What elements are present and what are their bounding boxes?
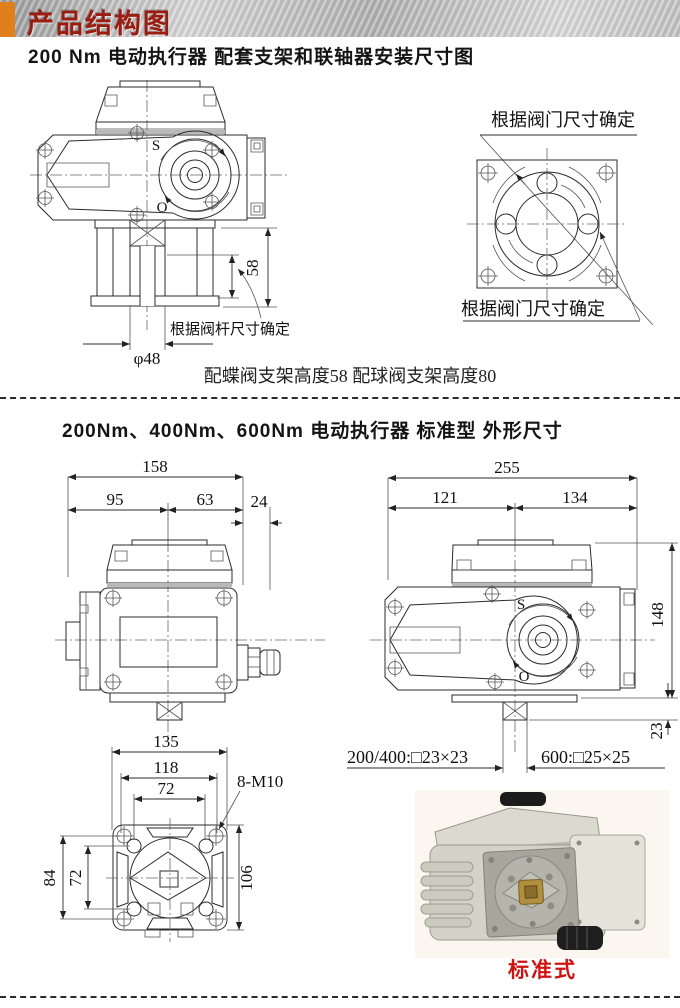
dims-left: 84 72 — [40, 836, 130, 919]
front-view-drawing: 255 121 134 S O — [345, 455, 680, 785]
dim-72-left: 72 — [66, 870, 85, 887]
separator-line — [0, 397, 680, 399]
base-plate — [106, 818, 234, 942]
dim-118: 118 — [154, 758, 179, 777]
dim-158: 158 — [142, 457, 168, 476]
photo-caption: 标准式 — [508, 959, 577, 982]
dim-bracket-height: 58 根据阀杆尺寸确定 — [167, 228, 290, 338]
shut-mark: O — [519, 669, 530, 685]
bottom-view-drawing: 135 118 72 8-M10 84 72 — [40, 735, 310, 985]
dim-135: 135 — [153, 735, 179, 751]
dim-95: 95 — [107, 490, 124, 509]
dims-right: 106 — [227, 825, 256, 930]
section1-title: 200 Nm 电动执行器 配套支架和联轴器安装尺寸图 — [28, 47, 475, 68]
cable-gland — [237, 645, 280, 680]
separator-line-bottom — [0, 996, 680, 998]
shaft-size-notes: 200/400:□23×23 600:□25×25 — [347, 720, 665, 773]
dim-255: 255 — [494, 458, 520, 477]
centerlines — [370, 540, 655, 755]
dim-shaft-len: 23 — [529, 683, 678, 740]
dim-84: 84 — [40, 869, 59, 887]
shut-mark: O — [157, 200, 168, 216]
open-mark: S — [152, 138, 160, 154]
dim-bore: φ48 — [83, 306, 213, 368]
dim-106: 106 — [237, 865, 256, 891]
dim-134: 134 — [562, 488, 588, 507]
flange-note-bottom: 根据阀门尺寸确定 — [461, 299, 605, 319]
product-photo — [415, 790, 670, 958]
dim-72-top: 72 — [158, 779, 175, 798]
dim-height: 148 — [581, 543, 678, 698]
motor-side — [66, 592, 100, 690]
output-shaft — [452, 695, 577, 720]
dial: S O — [152, 138, 231, 216]
section1-caption: 配蝶阀支架高度58 配球阀支架高度80 — [203, 366, 497, 386]
actuator-body — [385, 587, 635, 690]
header-banner — [0, 0, 680, 37]
page-title: 产品结构图 — [27, 9, 172, 39]
thread-note: 8-M10 — [237, 772, 283, 791]
actuator-photo-body — [421, 792, 645, 950]
top-cover — [452, 540, 592, 587]
open-mark: S — [517, 597, 525, 613]
dims-top: 158 95 63 24 — [68, 457, 282, 590]
shaft-note-small: 200/400:□23×23 — [347, 747, 468, 767]
stem-note: 根据阀杆尺寸确定 — [170, 321, 290, 338]
top-cover — [96, 81, 225, 135]
dim-121: 121 — [432, 488, 458, 507]
flange-plate — [467, 148, 627, 300]
side-view-drawing: 158 95 63 24 — [35, 455, 335, 747]
top-cover — [107, 540, 232, 587]
dim-63: 63 — [197, 490, 214, 509]
mounting-bracket — [91, 220, 219, 306]
output-shaft — [110, 693, 225, 720]
dim-24: 24 — [251, 492, 269, 511]
dim-23: 23 — [647, 723, 666, 740]
actuator-bracket-drawing: S O 58 根据阀杆尺寸确定 φ48 — [25, 78, 320, 370]
dial: S O — [507, 597, 579, 685]
body-box — [100, 588, 237, 693]
flange-note-top: 根据阀门尺寸确定 — [491, 110, 635, 130]
dim-phi48: φ48 — [134, 349, 161, 368]
dim-58: 58 — [243, 260, 262, 277]
orange-accent-block — [0, 2, 15, 37]
dim-148: 148 — [648, 602, 667, 628]
shaft-note-large: 600:□25×25 — [541, 747, 630, 767]
dims-top: 135 118 72 8-M10 — [112, 735, 283, 840]
flange-plate-drawing: 根据阀门尺寸确定 根据阀门尺寸确定 — [430, 88, 678, 336]
section2-title: 200Nm、400Nm、600Nm 电动执行器 标准型 外形尺寸 — [62, 421, 563, 442]
dims-top: 255 121 134 — [388, 458, 637, 590]
